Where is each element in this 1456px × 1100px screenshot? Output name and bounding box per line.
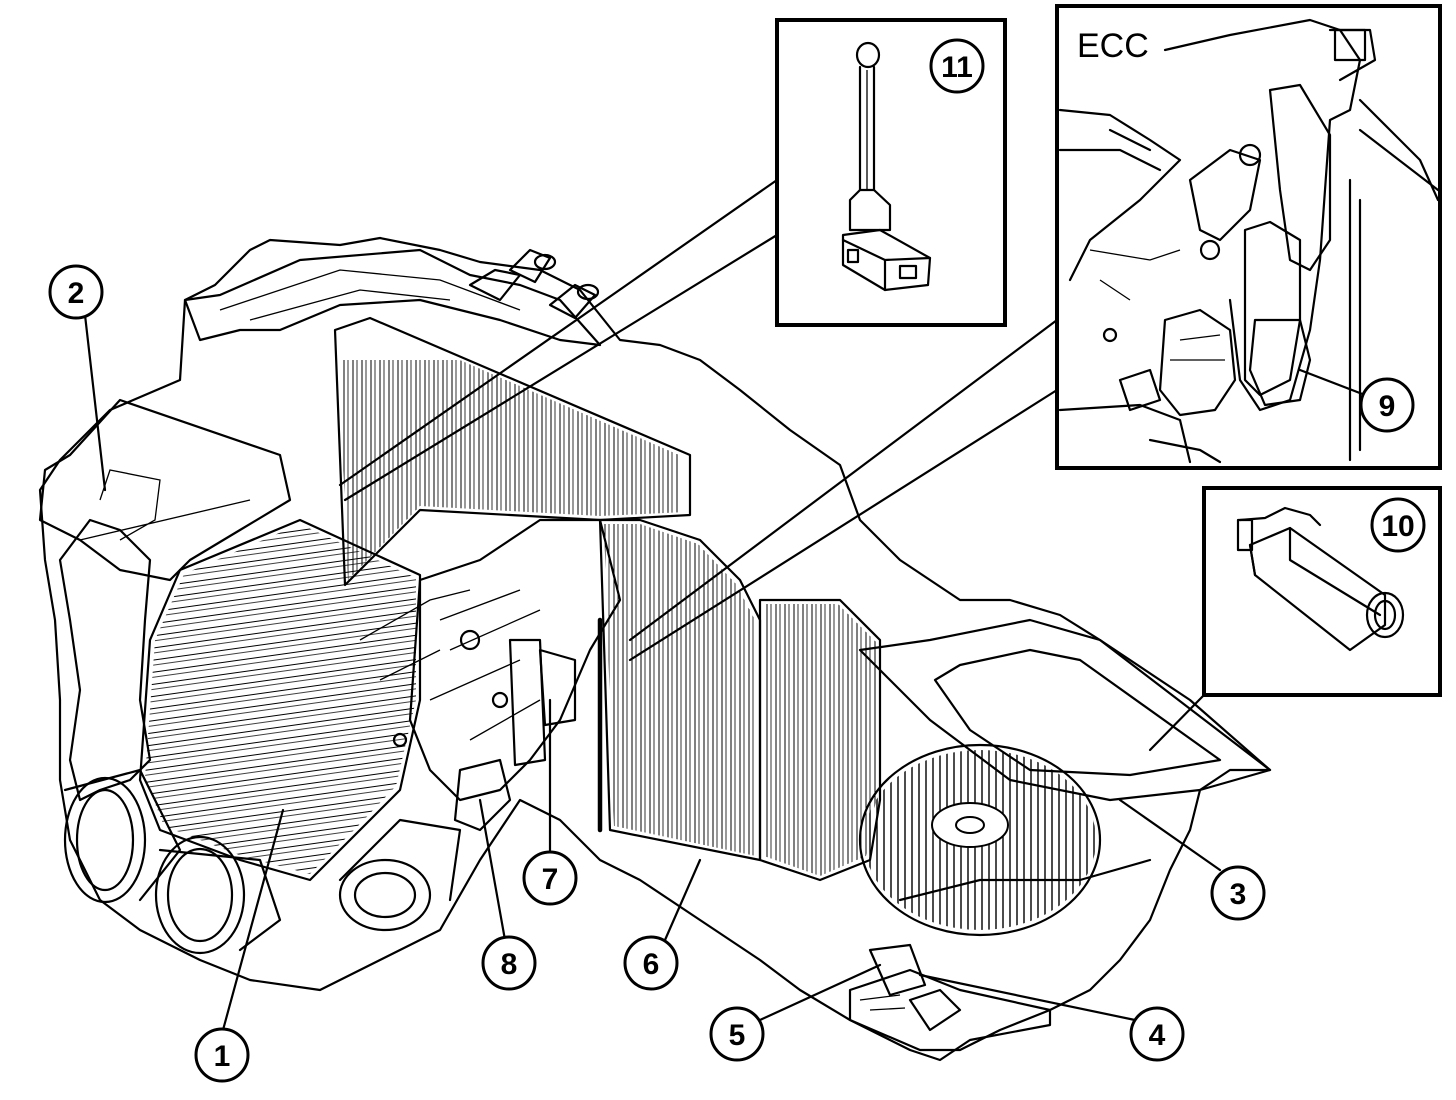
housing-left-face — [58, 518, 152, 802]
top-tubes — [183, 248, 602, 347]
leader-4 — [918, 973, 1137, 1022]
callout-4: 4 — [1129, 1006, 1185, 1062]
air-intake-tray — [858, 618, 1272, 802]
front-air-outlets — [63, 768, 462, 955]
callout-10-label: 10 — [1381, 510, 1414, 543]
callout-7-label: 7 — [542, 863, 559, 896]
callout-10: 10 — [1370, 497, 1426, 553]
callout-8-label: 8 — [501, 948, 518, 981]
callout-2: 2 — [48, 264, 104, 320]
inset-ecc: ECC — [1055, 4, 1442, 470]
top-bracket — [38, 398, 292, 582]
pipe-stubs — [468, 248, 600, 320]
callout-2-label: 2 — [68, 277, 85, 310]
actuator-linkages — [359, 518, 622, 832]
callout-7: 7 — [522, 850, 578, 906]
callout-3: 3 — [1210, 865, 1266, 921]
leader-9 — [1298, 368, 1367, 397]
callout-4-label: 4 — [1149, 1019, 1166, 1052]
leader-inset-10 — [1148, 693, 1206, 752]
callout-11-label: 11 — [941, 51, 973, 84]
leader-inset-ecc — [628, 318, 1059, 662]
pollen-filter — [598, 518, 762, 862]
callout-9: 9 — [1359, 377, 1415, 433]
housing-outline — [38, 236, 1272, 1052]
leader-6 — [663, 858, 702, 942]
ecc-label: ECC — [1077, 27, 1149, 65]
callout-3-label: 3 — [1230, 878, 1247, 911]
callout-1: 1 — [194, 1027, 250, 1083]
callout-5-label: 5 — [729, 1019, 746, 1052]
leader-8 — [478, 798, 507, 942]
leader-3 — [1118, 798, 1222, 872]
ecc-servo-drawing — [1058, 18, 1440, 464]
leader-inset-11 — [338, 178, 779, 502]
blower-fan — [858, 743, 1152, 937]
callout-8: 8 — [481, 935, 537, 991]
callout-6: 6 — [623, 935, 679, 991]
leader-lines — [83, 178, 1367, 1032]
humidity-sensor-drawing — [1236, 506, 1405, 652]
evaporator-front — [138, 518, 422, 882]
temperature-sensor-drawing — [841, 41, 932, 292]
callout-9-label: 9 — [1379, 390, 1396, 423]
callout-5: 5 — [709, 1006, 765, 1062]
callout-1-label: 1 — [214, 1040, 231, 1073]
leader-2 — [83, 313, 107, 492]
leader-5 — [758, 963, 882, 1022]
callout-6-label: 6 — [643, 948, 660, 981]
leader-1 — [221, 808, 285, 1032]
blower-resistor — [848, 943, 1052, 1062]
callout-11: 11 — [929, 38, 985, 94]
